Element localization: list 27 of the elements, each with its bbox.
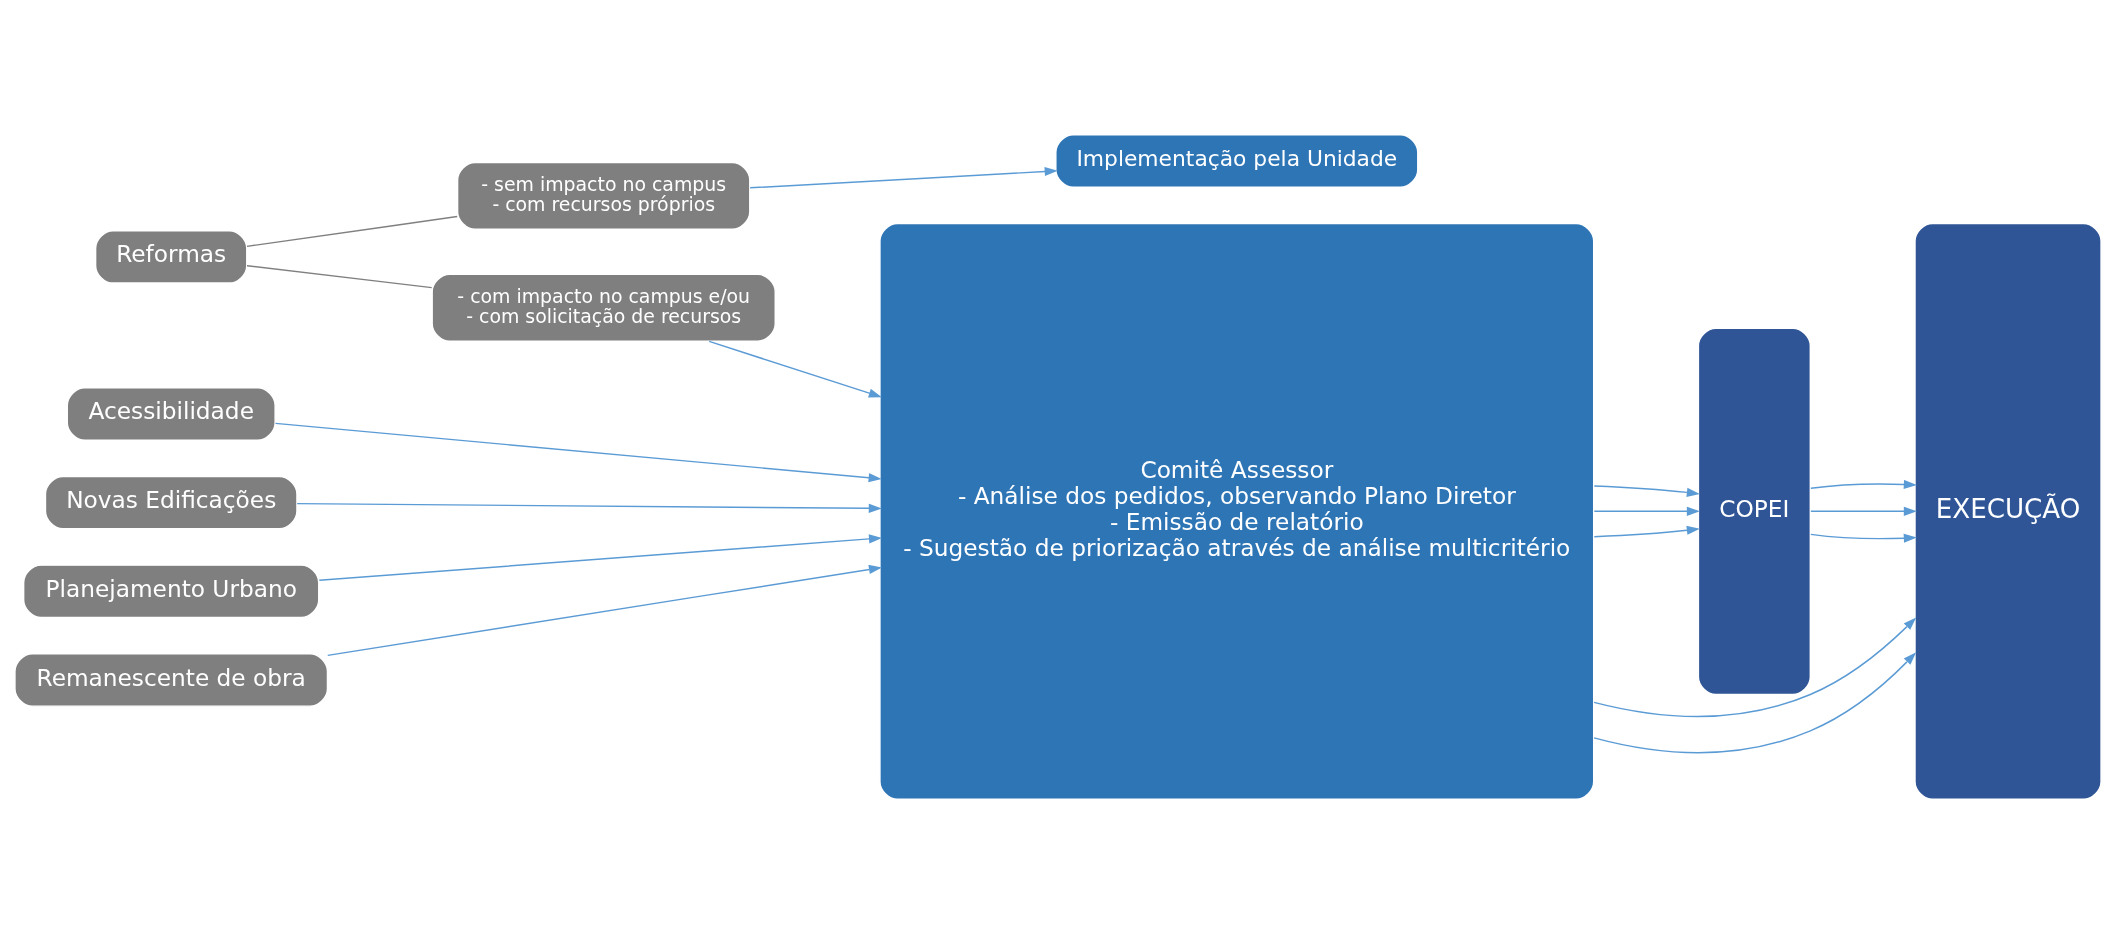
node-box: COPEI — [1697, 327, 1812, 696]
node-box: Remanescente de obra — [14, 653, 329, 707]
arrow — [296, 502, 882, 513]
arrow — [1593, 617, 1917, 718]
arrow — [1593, 485, 1700, 497]
node-box: Comitê Assessor - Análise dos pedidos, observando Plano Diretor - Emissão de relatório - Sugestão de priorização através de análise multicritério — [879, 222, 1595, 800]
node-box: Reformas — [94, 230, 248, 284]
node-box: - com impacto no campus e/ou - com solicitação de recursos — [431, 273, 776, 342]
arrow — [1810, 479, 1917, 490]
connector — [246, 265, 433, 289]
node-box: Planejamento Urbano — [22, 564, 320, 619]
node-box: - sem impacto no campus - com recursos próprios — [456, 161, 751, 231]
arrow — [1593, 652, 1917, 754]
arrow — [1810, 506, 1917, 516]
arrow — [318, 534, 883, 581]
node-box: EXECUÇÃO — [1914, 222, 2102, 800]
arrow — [1810, 533, 1917, 543]
arrow — [708, 340, 882, 398]
node-box: Implementação pela Unidade — [1055, 134, 1419, 188]
connector — [246, 215, 458, 248]
node-box: Acessibilidade — [66, 387, 276, 441]
arrow — [274, 422, 882, 483]
arrow — [327, 564, 883, 657]
node-box: Novas Edificações — [44, 475, 298, 530]
arrow — [749, 166, 1058, 189]
arrow — [1593, 506, 1700, 516]
arrow — [1593, 525, 1700, 538]
